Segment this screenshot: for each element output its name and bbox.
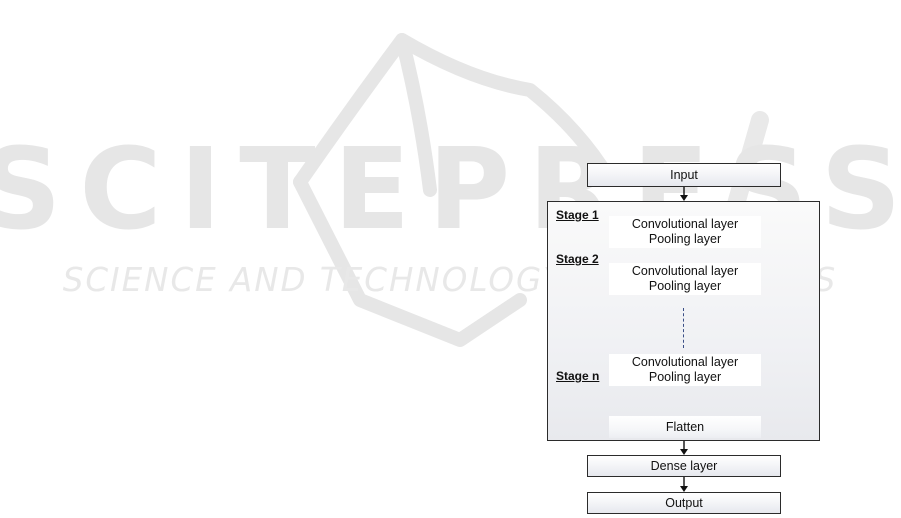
dense-layer-box: Dense layer bbox=[587, 455, 781, 477]
stage-1-conv-layer: Convolutional layer bbox=[632, 217, 738, 232]
input-box: Input bbox=[587, 163, 781, 187]
stage-2-conv-layer: Convolutional layer bbox=[632, 264, 738, 279]
flatten-label: Flatten bbox=[666, 420, 704, 434]
stage-2-layers: Convolutional layer Pooling layer bbox=[609, 263, 761, 295]
cnn-stages-container: Stage 1 Convolutional layer Pooling laye… bbox=[547, 201, 820, 441]
dense-layer-label: Dense layer bbox=[651, 459, 718, 473]
flatten-panel: Flatten bbox=[609, 416, 761, 438]
output-label: Output bbox=[665, 496, 703, 510]
stage-1-layers: Convolutional layer Pooling layer bbox=[609, 216, 761, 248]
stage-1-pooling-layer: Pooling layer bbox=[649, 232, 721, 247]
stage-n-label: Stage n bbox=[556, 369, 599, 383]
output-box: Output bbox=[587, 492, 781, 514]
stage-1-label: Stage 1 bbox=[556, 208, 599, 222]
stages-ellipsis-dashed-line bbox=[683, 308, 684, 348]
stage-2-pooling-layer: Pooling layer bbox=[649, 279, 721, 294]
stage-2-label: Stage 2 bbox=[556, 252, 599, 266]
stage-n-conv-layer: Convolutional layer bbox=[632, 355, 738, 370]
input-label: Input bbox=[670, 168, 698, 182]
stage-n-layers: Convolutional layer Pooling layer bbox=[609, 354, 761, 386]
stage-n-pooling-layer: Pooling layer bbox=[649, 370, 721, 385]
